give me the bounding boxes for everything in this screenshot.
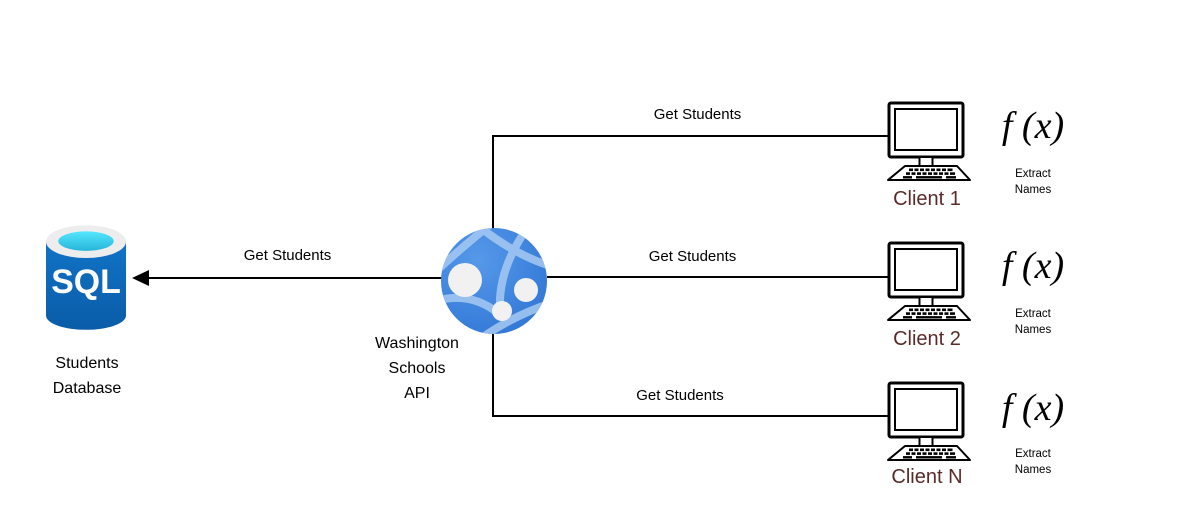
client1-note-line1: Extract <box>1015 168 1051 180</box>
database-label-line2: Database <box>52 380 122 397</box>
edge-label-api-database: Get Students <box>243 247 332 264</box>
connector-client2-api <box>547 276 890 278</box>
clientN-computer-icon <box>882 381 974 461</box>
database-label-line1: Students <box>55 355 119 372</box>
connector-client1-api-vertical <box>492 135 494 229</box>
clientN-note-line2: Names <box>1014 463 1052 476</box>
api-globe-icon <box>441 228 547 334</box>
client1-label: Client 1 <box>893 188 961 210</box>
client2-note-line2: Names <box>1014 323 1052 336</box>
edge-label-clientN-api: Get Students <box>636 387 724 404</box>
client2-label: Client 2 <box>893 328 961 350</box>
connector-clientN-api-vertical <box>492 333 494 417</box>
api-label-line3: API <box>404 385 430 402</box>
client1-fx-symbol: f (x) <box>1001 105 1065 147</box>
api-label: Washington Schools API <box>352 331 482 406</box>
api-label-line1: Washington <box>375 335 459 352</box>
client2-note: Extract Names <box>998 307 1068 338</box>
edge-label-client2-api: Get Students <box>648 248 737 265</box>
clientN-note: Extract Names <box>998 447 1068 478</box>
clientN-fx-symbol: f (x) <box>1001 387 1065 429</box>
connector-api-database <box>147 277 443 279</box>
connector-client1-api-horizontal <box>492 135 890 137</box>
client1-note-line2: Names <box>1014 183 1052 196</box>
client2-computer-icon <box>882 241 974 321</box>
connector-clientN-api-horizontal <box>492 415 890 417</box>
sql-badge-text: SQL <box>51 263 121 301</box>
client1-note: Extract Names <box>998 167 1068 198</box>
edge-label-client1-api: Get Students <box>653 106 742 123</box>
client2-note-line1: Extract <box>1015 308 1051 320</box>
api-label-line2: Schools <box>388 360 446 377</box>
sql-database-icon: SQL <box>46 225 126 330</box>
database-label: Students Database <box>22 351 152 401</box>
arrowhead-into-database <box>132 270 149 286</box>
clientN-note-line1: Extract <box>1015 448 1051 460</box>
client2-fx-symbol: f (x) <box>1001 245 1065 287</box>
clientN-label: Client N <box>891 466 963 488</box>
client1-computer-icon <box>882 101 974 181</box>
